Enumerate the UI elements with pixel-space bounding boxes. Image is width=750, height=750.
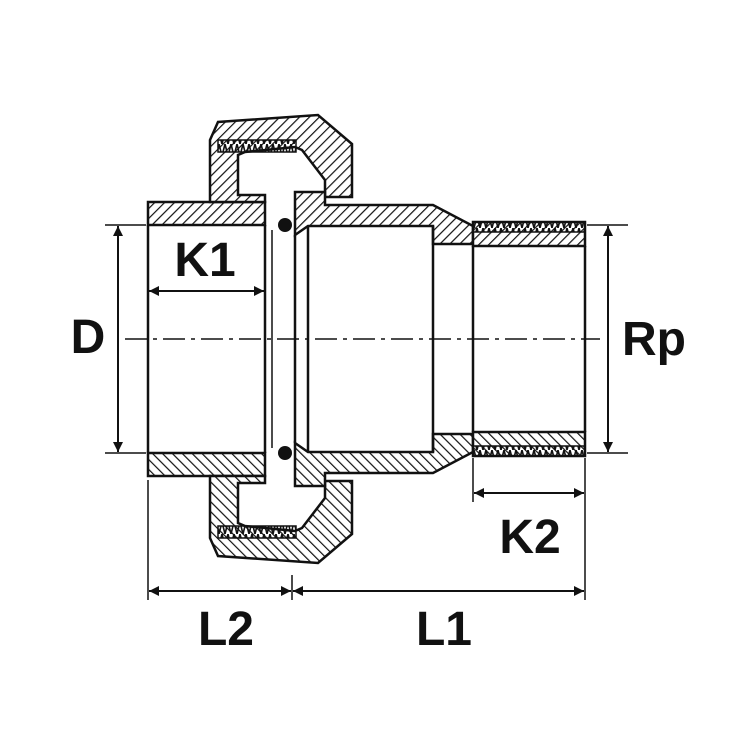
dimension-labels: D Rp K1 K2 L2 L1 [71,234,686,656]
label-l2: L2 [198,603,254,656]
label-l1: L1 [416,603,472,656]
label-rp: Rp [622,313,686,366]
label-k1: K1 [174,234,235,287]
label-d: D [71,311,106,364]
dimension-lines [113,226,613,596]
label-k2: K2 [499,511,560,564]
fitting-body-upper [146,113,587,248]
fitting-body-lower [146,430,587,565]
o-ring-icon [278,446,292,460]
extension-lines [105,224,628,600]
o-ring-icon [278,218,292,232]
